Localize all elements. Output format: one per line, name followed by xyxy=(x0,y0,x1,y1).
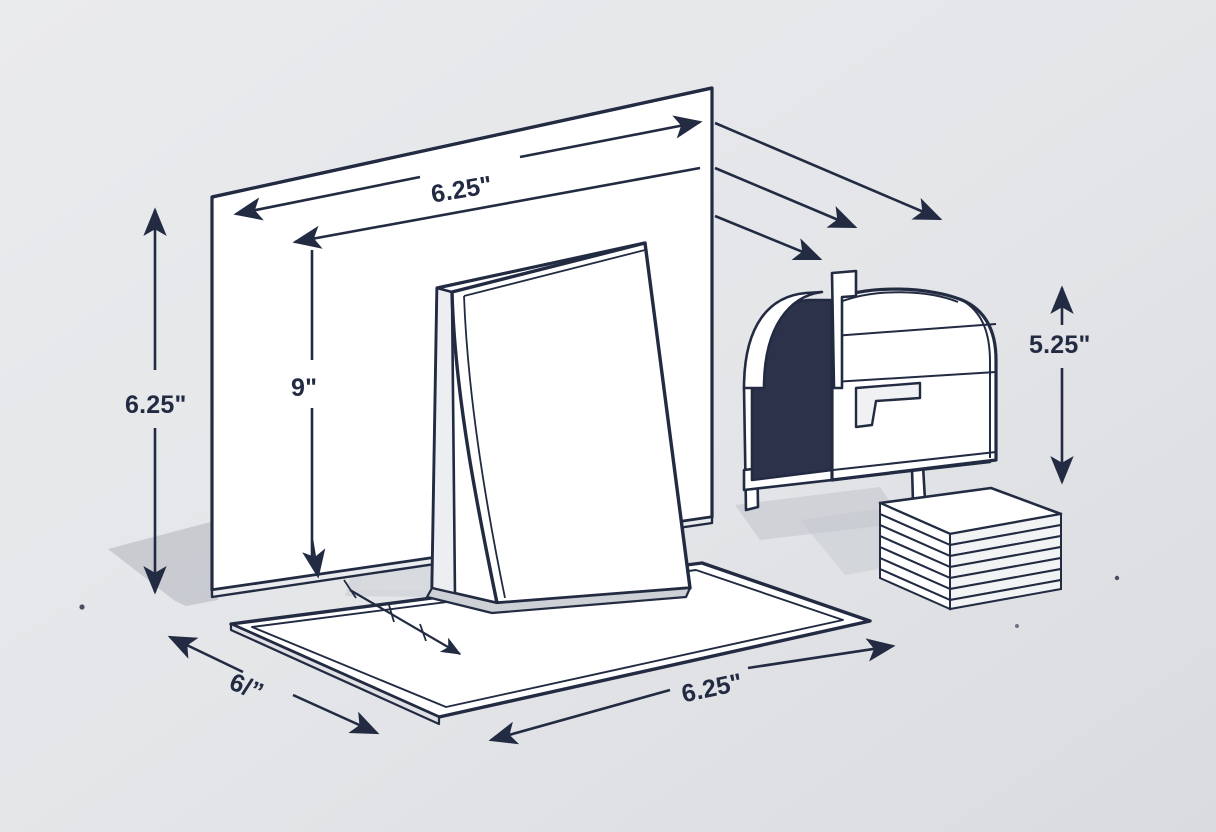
dim-mat-diagonal-tick-2 xyxy=(419,623,427,642)
mailbox-shadow xyxy=(735,487,905,540)
speck-right xyxy=(1114,575,1120,581)
mailbox-top-ridge xyxy=(839,291,959,303)
dim-label-mailbox-height: 5.25" xyxy=(1029,331,1091,359)
speck-left xyxy=(79,604,85,610)
dim-panel-height-arrow-bottom xyxy=(302,539,326,579)
dim-wall-width-right xyxy=(519,115,703,159)
dim-mat-width-right xyxy=(747,638,896,670)
dim-label-panel-height: 9" xyxy=(291,374,318,402)
card-stack xyxy=(878,486,1063,611)
tent-card-fold-line xyxy=(463,249,646,297)
dim-mat-diagonal-tick-1 xyxy=(388,604,395,623)
mailbox-band-upper xyxy=(832,323,997,337)
mailbox-top-ridge-2 xyxy=(961,299,991,458)
dim-projection-arrow-2 xyxy=(714,166,858,229)
mailbox xyxy=(742,269,998,512)
speck-mid xyxy=(1015,624,1019,628)
tent-card xyxy=(425,241,692,615)
floor-mat-edge xyxy=(229,622,441,726)
card-stack-sheets xyxy=(879,501,1062,611)
mailbox-back-rim xyxy=(742,290,824,390)
tent-card-inner-edge xyxy=(463,295,506,599)
mailbox-band-lower xyxy=(832,371,997,383)
tent-card-spine xyxy=(430,286,457,598)
panel-shadow-2 xyxy=(175,594,218,606)
dim-projection-arrow-3 xyxy=(714,214,823,261)
dim-mat-diagonal-tick-0 xyxy=(343,579,357,599)
backdrop-panel-top-edge xyxy=(211,86,713,199)
mailbox-band-base xyxy=(832,451,997,471)
dim-mat-width-left xyxy=(488,688,671,745)
dim-mat-depth-lower xyxy=(292,693,380,735)
tent-card-base-shade xyxy=(425,586,692,615)
dimension-lines xyxy=(79,115,1120,745)
dim-mat-diagonal xyxy=(349,589,462,655)
mailbox-flag xyxy=(830,269,858,390)
dim-mat-depth-upper xyxy=(167,635,244,674)
dim-panel-height-arrow-top xyxy=(292,166,701,249)
dim-projection-arrow-1 xyxy=(714,121,943,221)
dim-wall-width-left xyxy=(233,175,421,221)
dim-label-wall-height-left: 6.25" xyxy=(125,391,187,419)
mailbox-handle xyxy=(854,381,922,429)
panel-shadow xyxy=(108,520,218,601)
